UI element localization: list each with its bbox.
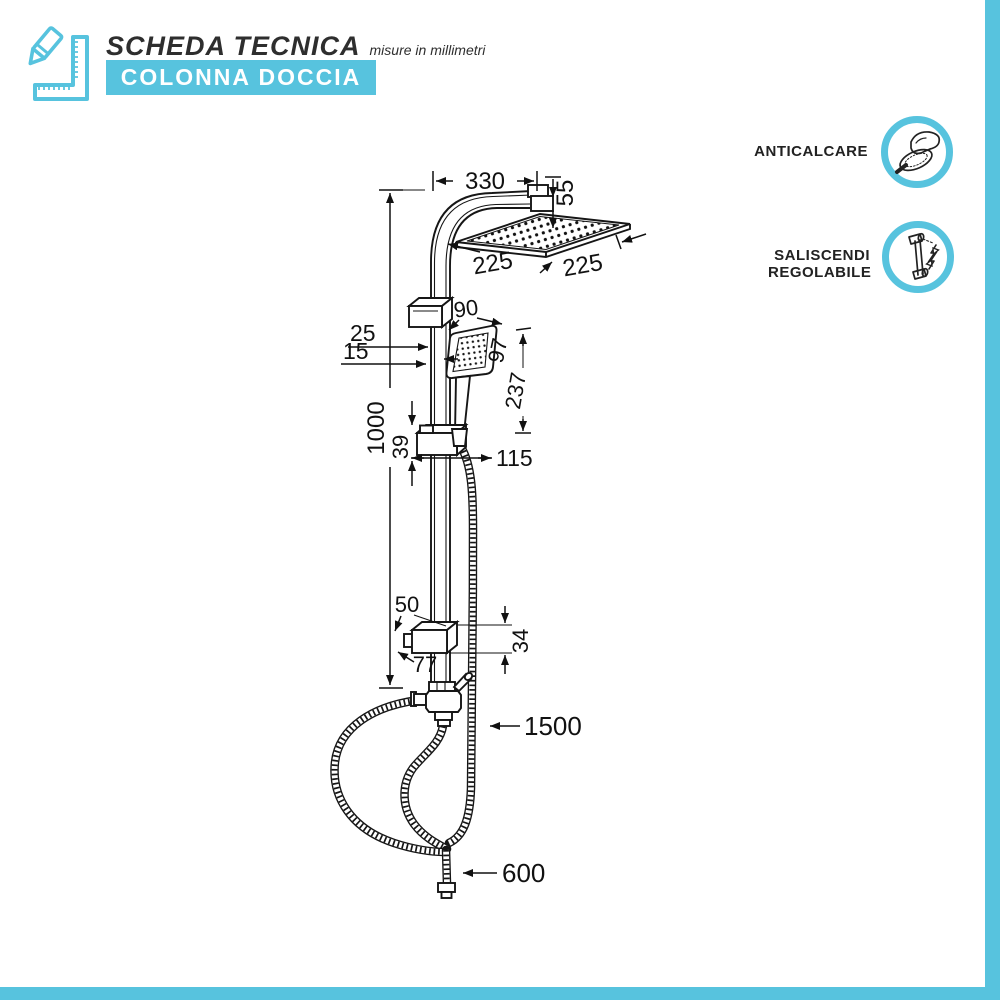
right-accent-bar (985, 0, 1000, 1000)
handle-nut (450, 428, 469, 447)
dim-55: 55 (552, 180, 579, 207)
pencil-ruler-icon (28, 26, 89, 101)
dim-1500: 1500 (524, 711, 582, 741)
rain-shower-head (455, 213, 631, 258)
dim-1000: 1000 (363, 401, 390, 454)
header: SCHEDA TECNICA misure in millimetri (106, 31, 485, 62)
hand-wiping-showerhead-icon (895, 131, 941, 174)
page-title: SCHEDA TECNICA (106, 31, 361, 61)
dim-600: 600 (502, 858, 545, 888)
saliscendi-badge (882, 221, 954, 293)
diverter-valve (410, 671, 474, 727)
saliscendi-label-line1: SALISCENDI (774, 247, 870, 264)
sliding-rail-arrows-icon (908, 232, 940, 280)
dim-115: 115 (496, 445, 533, 471)
upper-wall-bracket (406, 296, 455, 329)
dim-237: 237 (500, 370, 531, 411)
dim-39: 39 (388, 435, 413, 459)
dim-77: 77 (413, 652, 437, 677)
dim-50: 50 (395, 592, 419, 617)
head-connector (530, 195, 554, 212)
saliscendi-label-line2: REGOLABILE (768, 264, 872, 281)
dim-90: 90 (452, 294, 480, 322)
units-note: misure in millimetri (369, 42, 486, 58)
dim-97: 97 (483, 336, 513, 365)
dim-34: 34 (508, 629, 533, 653)
product-banner: COLONNA DOCCIA (106, 60, 376, 95)
hand-shower-hose (444, 442, 478, 848)
dim-225-right: 225 (561, 249, 605, 283)
bottom-accent-bar (0, 987, 1000, 1000)
hose-loop-inner (400, 721, 452, 854)
dim-25: 25 (350, 320, 376, 346)
hose-loop-outer (330, 695, 449, 857)
flexible-hoses (330, 442, 478, 899)
dimension-annotations: 330 55 225 225 1000 25 15 (341, 168, 647, 888)
lower-wall-bracket (403, 620, 460, 655)
hand-shower (445, 324, 498, 435)
saliscendi-label: SALISCENDI REGOLABILE (768, 247, 872, 281)
hose-port-bottom (434, 711, 453, 721)
pencil-glyph (28, 26, 64, 66)
slider-holder (414, 422, 469, 458)
dim-225-left: 225 (471, 247, 515, 281)
shower-column-pipe (430, 184, 554, 690)
anticalcare-badge (881, 116, 953, 188)
anticalcare-label: ANTICALCARE (754, 143, 868, 160)
dim-330: 330 (465, 168, 505, 195)
dim-15: 15 (343, 338, 369, 364)
hose-bottom-end (437, 845, 456, 899)
